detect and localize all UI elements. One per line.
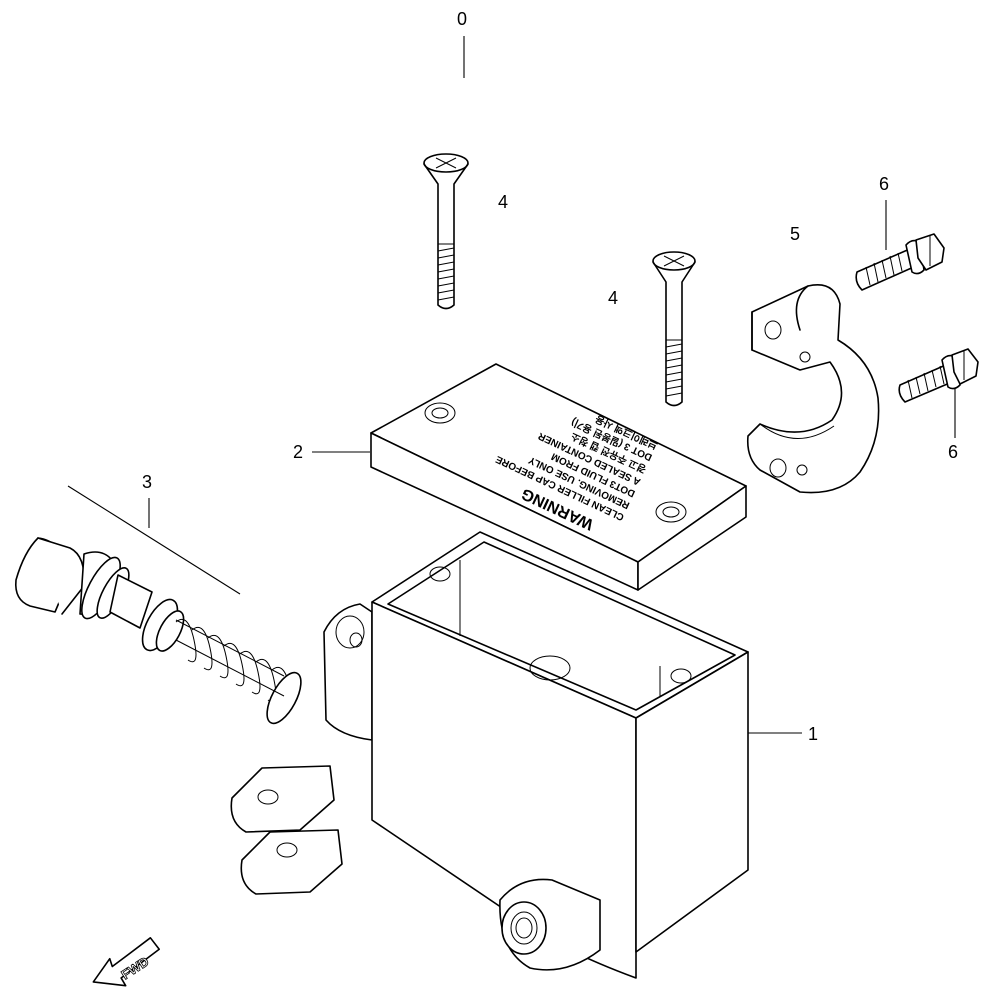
screw-4-lower (652, 251, 696, 407)
cover-plate-2: WARNING CLEAN FILLER CAP BEFORE REMOVING… (370, 363, 747, 591)
callout-label-1: 1 (808, 724, 818, 744)
callout-3: 3 (67, 472, 241, 595)
callout-label-5: 5 (790, 224, 800, 244)
callout-1: 1 (748, 724, 818, 744)
callout-4-lower: 4 (608, 288, 618, 308)
bolt-6-lower (898, 348, 979, 403)
callout-label-4-upper: 4 (498, 192, 508, 212)
callout-label-0: 0 (457, 9, 467, 29)
fwd-direction-arrow: FWD (92, 937, 161, 987)
bolt-6-upper (855, 233, 945, 291)
callout-label-4-lower: 4 (608, 288, 618, 308)
callout-4-upper: 4 (498, 192, 508, 212)
callout-2: 2 (293, 442, 370, 462)
callout-6-upper: 6 (879, 174, 889, 250)
axis-line-3 (67, 485, 241, 595)
piston-spring-3 (14, 537, 302, 725)
callout-label-6-upper: 6 (879, 174, 889, 194)
clamp-5 (746, 284, 880, 494)
callout-0: 0 (457, 9, 467, 78)
callout-6-lower: 6 (948, 385, 958, 462)
callout-label-6-lower: 6 (948, 442, 958, 462)
screw-4-upper (423, 153, 469, 310)
master-cylinder-body-1 (230, 531, 749, 979)
callout-label-2: 2 (293, 442, 303, 462)
callout-label-3: 3 (142, 472, 152, 492)
callout-5: 5 (790, 224, 800, 244)
